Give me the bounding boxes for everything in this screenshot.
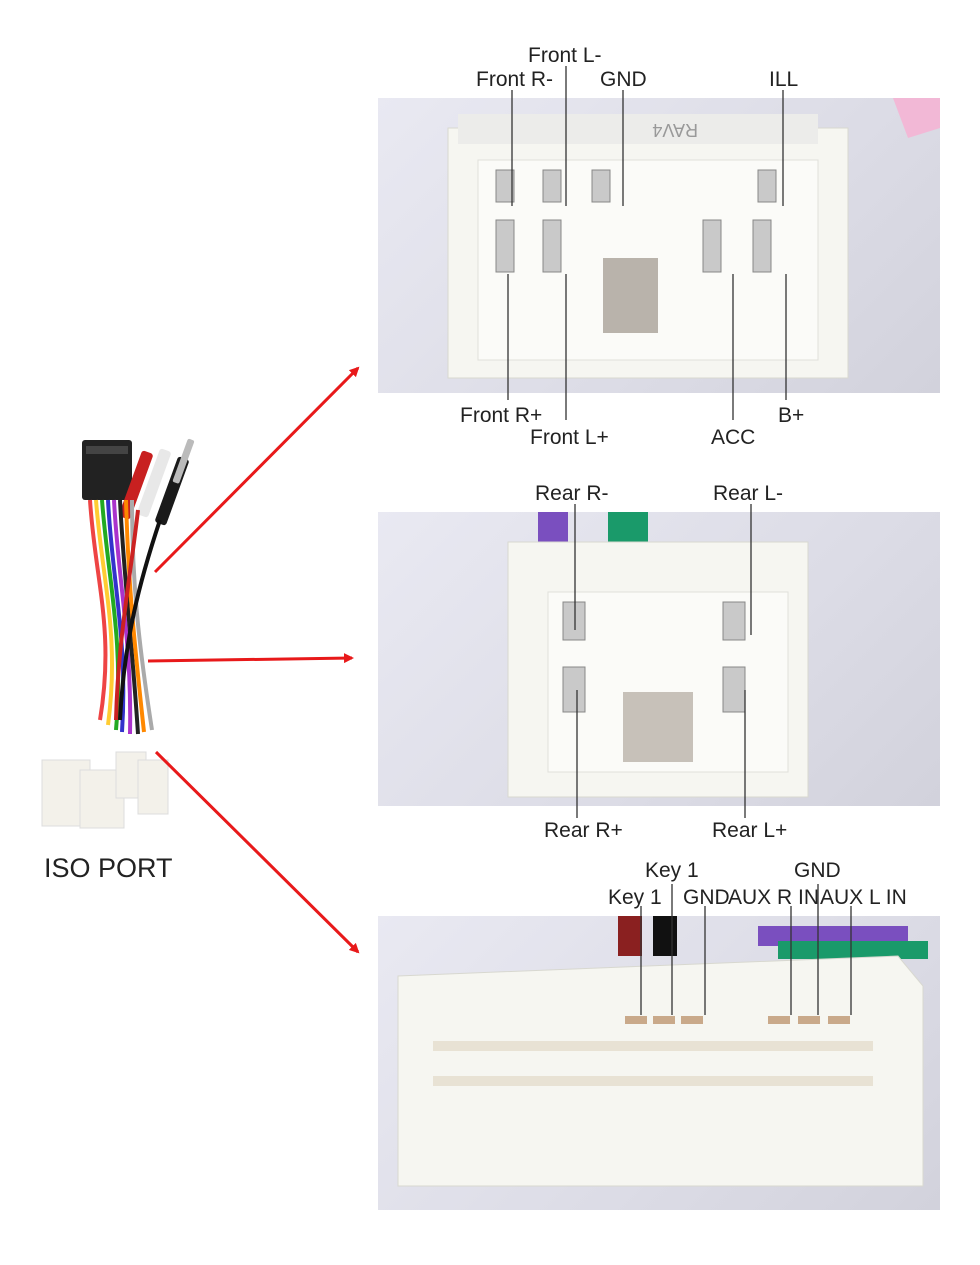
label-front-l-plus: Front L+ [530,426,609,449]
label-gnd-lower: GND [683,886,730,909]
label-rear-l-plus: Rear L+ [712,819,788,842]
label-acc: ACC [711,426,756,449]
label-front-l-minus: Front L- [528,44,602,67]
label-b-plus: B+ [778,404,805,427]
label-aux-r-in: AUX R IN [728,886,820,909]
iso-port-caption: ISO PORT [44,853,173,883]
label-rear-r-minus: Rear R- [535,482,609,505]
label-rear-l-minus: Rear L- [713,482,784,505]
arrow-to-bottom-connector [154,750,360,954]
arrow-to-top-connector [153,366,360,574]
label-front-r-plus: Front R+ [460,404,543,427]
mold-text: RAV4 [652,120,698,140]
label-aux-l-in: AUX L IN [820,886,907,909]
label-gnd-top: GND [600,68,647,91]
label-gnd-upper: GND [794,859,841,882]
label-rear-r-plus: Rear R+ [544,819,623,842]
top-connector-photo: RAV4 [378,98,940,393]
arrow-to-middle-connector [147,653,354,664]
label-key1-upper: Key 1 [645,859,699,882]
label-ill: ILL [769,68,799,91]
wiring-harness-image [41,438,195,829]
middle-connector-photo [378,512,940,806]
label-key1-lower: Key 1 [608,886,662,909]
label-front-r-minus: Front R- [476,68,554,91]
bottom-connector-photo [378,916,940,1210]
